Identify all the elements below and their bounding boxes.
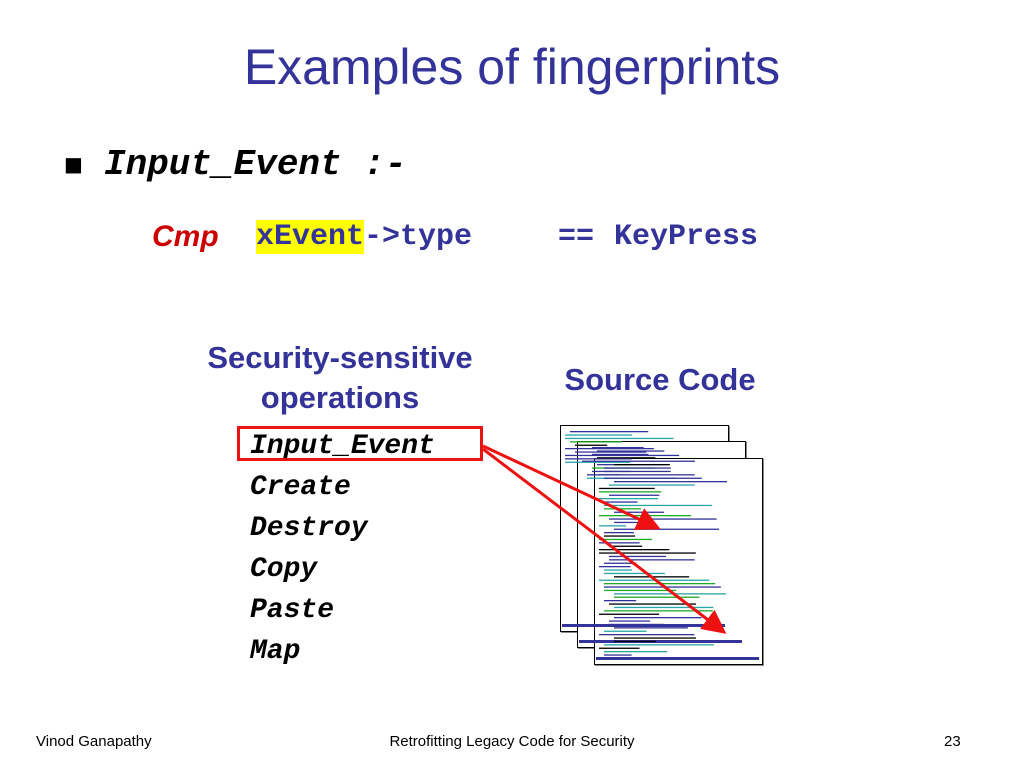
code-expression: xEvent->type: [256, 220, 472, 254]
list-item: Copy: [250, 554, 318, 585]
list-item: Input_Event: [250, 431, 435, 462]
bullet-text: Input_Event :-: [104, 144, 407, 185]
footer-author: Vinod Ganapathy: [36, 733, 152, 750]
code-field: ->type: [364, 220, 473, 254]
list-item: Map: [250, 636, 301, 667]
left-heading-line2: operations: [260, 380, 420, 415]
footer-page-number: 23: [944, 733, 961, 750]
list-item: Destroy: [250, 513, 368, 544]
code-operator: ==: [558, 220, 595, 254]
source-page-front: [594, 458, 763, 665]
highlight-box: [237, 426, 483, 461]
bullet-square-icon: ■: [64, 152, 83, 176]
list-item: Create: [250, 472, 351, 503]
left-heading-line1: Security-sensitive: [207, 340, 473, 375]
left-heading: Security-sensitive operations: [170, 338, 510, 418]
slide-title: Examples of fingerprints: [243, 39, 781, 95]
cmp-label: Cmp: [152, 220, 219, 253]
footer-talk-title: Retrofitting Legacy Code for Security: [389, 733, 635, 750]
code-var-highlight: xEvent: [256, 220, 365, 254]
right-heading: Source Code: [564, 362, 756, 397]
list-item: Paste: [250, 595, 335, 626]
operations-list: Input_Event Create Destroy Copy Paste Ma…: [250, 426, 435, 672]
code-value: KeyPress: [614, 220, 759, 254]
